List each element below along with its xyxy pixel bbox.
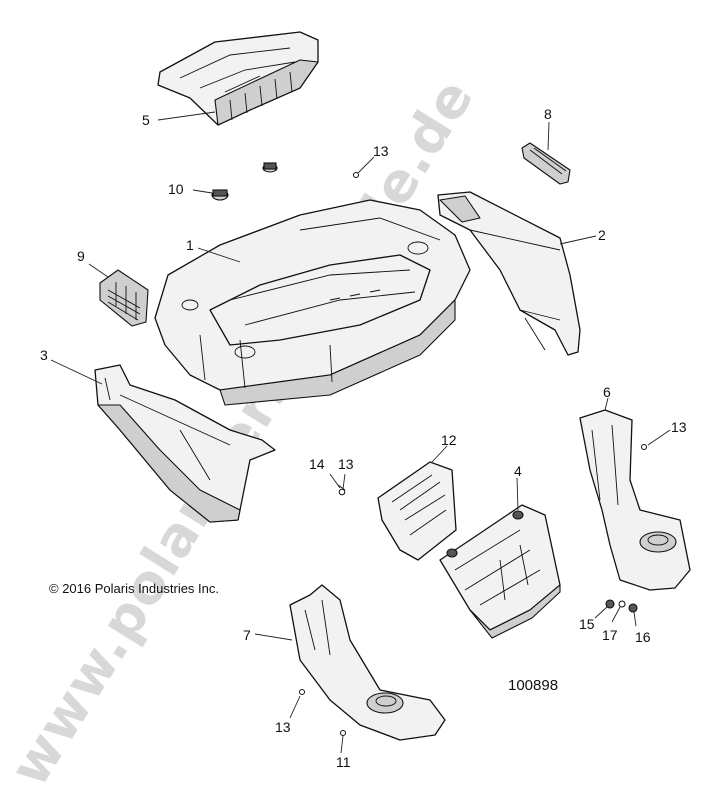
- part-13-screw-bottom: [299, 689, 305, 695]
- part-2-side-panel: [437, 191, 581, 356]
- callout-7: 7: [243, 627, 251, 643]
- copyright-notice: © 2016 Polaris Industries Inc.: [49, 581, 219, 596]
- callout-3: 3: [40, 347, 48, 363]
- part-8-panel: [521, 142, 571, 185]
- callout-9: 9: [77, 248, 85, 264]
- callout-5: 5: [142, 112, 150, 128]
- part-11-screw: [340, 730, 346, 736]
- part-14-screw: [337, 484, 346, 496]
- callout-2: 2: [598, 227, 606, 243]
- callout-10: 10: [168, 181, 184, 197]
- part-13-screw-top: [353, 172, 359, 178]
- callouts: 5 8 13 10 1 2 9 3 6 13 12 14 13 4 © 2016…: [40, 106, 687, 770]
- part-12-panel: [377, 461, 457, 561]
- part-3-left-panel: [94, 364, 276, 523]
- part-7-duct: [289, 584, 446, 741]
- watermark: www.polarisersatzteile.de: [0, 68, 486, 797]
- leader-lines: [50, 111, 671, 754]
- callout-13-right: 13: [671, 419, 687, 435]
- callout-1: 1: [186, 237, 194, 253]
- callout-12: 12: [441, 432, 457, 448]
- part-1-storage-box: [154, 199, 471, 406]
- part-16-nut: [628, 603, 638, 613]
- part-9-grille: [99, 269, 149, 327]
- part-5-tray: [157, 31, 319, 126]
- part-10-grommet: [211, 189, 229, 201]
- grommet-upper: [262, 162, 278, 173]
- part-4-panel: [439, 504, 561, 639]
- callout-17: 17: [602, 627, 618, 643]
- part-6-duct: [579, 409, 691, 591]
- callout-4: 4: [514, 463, 522, 479]
- callout-6: 6: [603, 384, 611, 400]
- callout-11: 11: [336, 754, 351, 770]
- callout-13-bottom: 13: [275, 719, 291, 735]
- part-13-screw-right: [641, 444, 647, 450]
- callout-13-mid: 13: [338, 456, 354, 472]
- figure-number: 100898: [508, 677, 558, 694]
- part-17-washer: [618, 600, 626, 608]
- callout-13-top: 13: [373, 143, 389, 159]
- callout-8: 8: [544, 106, 552, 122]
- callout-16: 16: [635, 629, 651, 645]
- callout-15: 15: [579, 616, 595, 632]
- callout-14: 14: [309, 456, 325, 472]
